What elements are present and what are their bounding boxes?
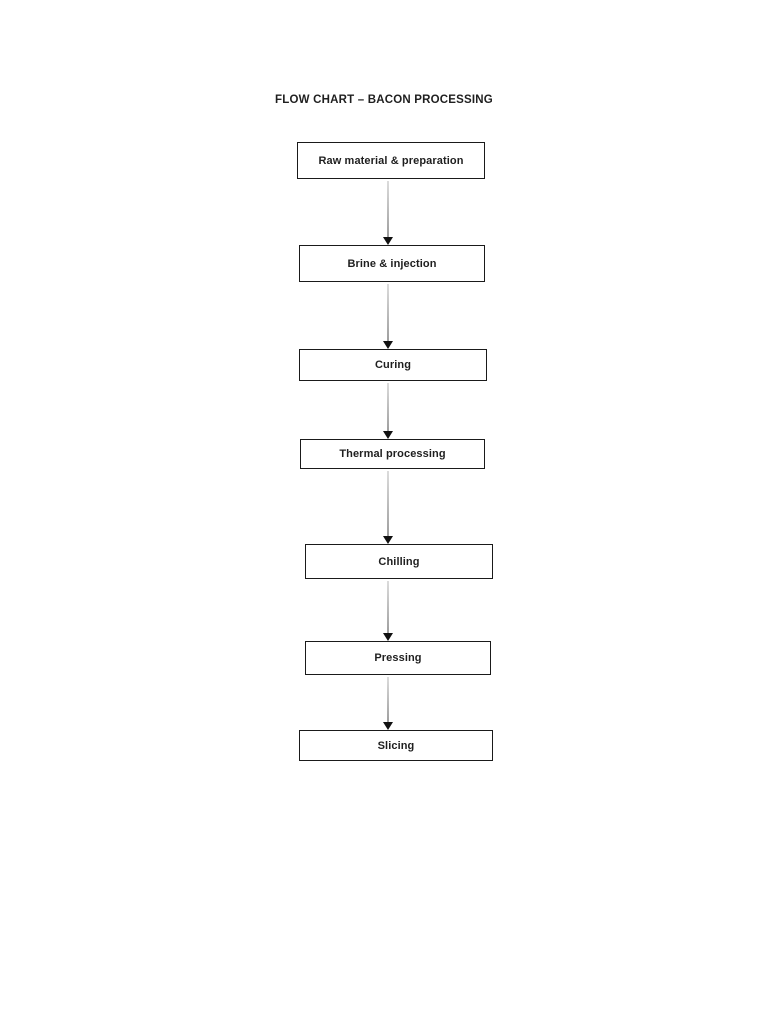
flowchart-node-thermal-processing: Thermal processing: [300, 439, 485, 469]
arrow-shaft: [387, 284, 389, 341]
page-title: FLOW CHART – BACON PROCESSING: [275, 94, 493, 106]
flowchart-node-pressing: Pressing: [305, 641, 491, 675]
arrow-shaft: [387, 471, 389, 536]
flowchart-node-chilling: Chilling: [305, 544, 493, 579]
flowchart-node-brine-injection: Brine & injection: [299, 245, 485, 282]
node-label: Pressing: [374, 652, 422, 664]
arrow-shaft: [387, 383, 389, 431]
flowchart-node-curing: Curing: [299, 349, 487, 381]
arrowhead-down-icon: [382, 536, 393, 544]
arrowhead-down-icon: [382, 722, 393, 730]
node-label: Chilling: [378, 555, 420, 568]
arrow-shaft: [387, 677, 389, 722]
node-label: Thermal processing: [339, 448, 446, 460]
arrow-shaft: [387, 581, 389, 633]
flow-arrow-2: [382, 284, 394, 349]
flow-arrow-5: [382, 581, 394, 641]
flow-arrow-6: [382, 677, 394, 730]
arrowhead-down-icon: [382, 431, 393, 439]
node-label: Raw material & preparation: [318, 154, 464, 167]
node-label: Slicing: [377, 739, 415, 752]
arrow-shaft: [387, 181, 389, 237]
flowchart-node-raw-material: Raw material & preparation: [297, 142, 485, 179]
arrowhead-down-icon: [382, 341, 393, 349]
flow-arrow-1: [382, 181, 394, 245]
flow-arrow-4: [382, 471, 394, 544]
node-label: Curing: [374, 359, 412, 371]
arrowhead-down-icon: [382, 633, 393, 641]
flow-arrow-3: [382, 383, 394, 439]
node-label: Brine & injection: [347, 257, 437, 270]
arrowhead-down-icon: [382, 237, 393, 245]
flowchart-node-slicing: Slicing: [299, 730, 493, 761]
